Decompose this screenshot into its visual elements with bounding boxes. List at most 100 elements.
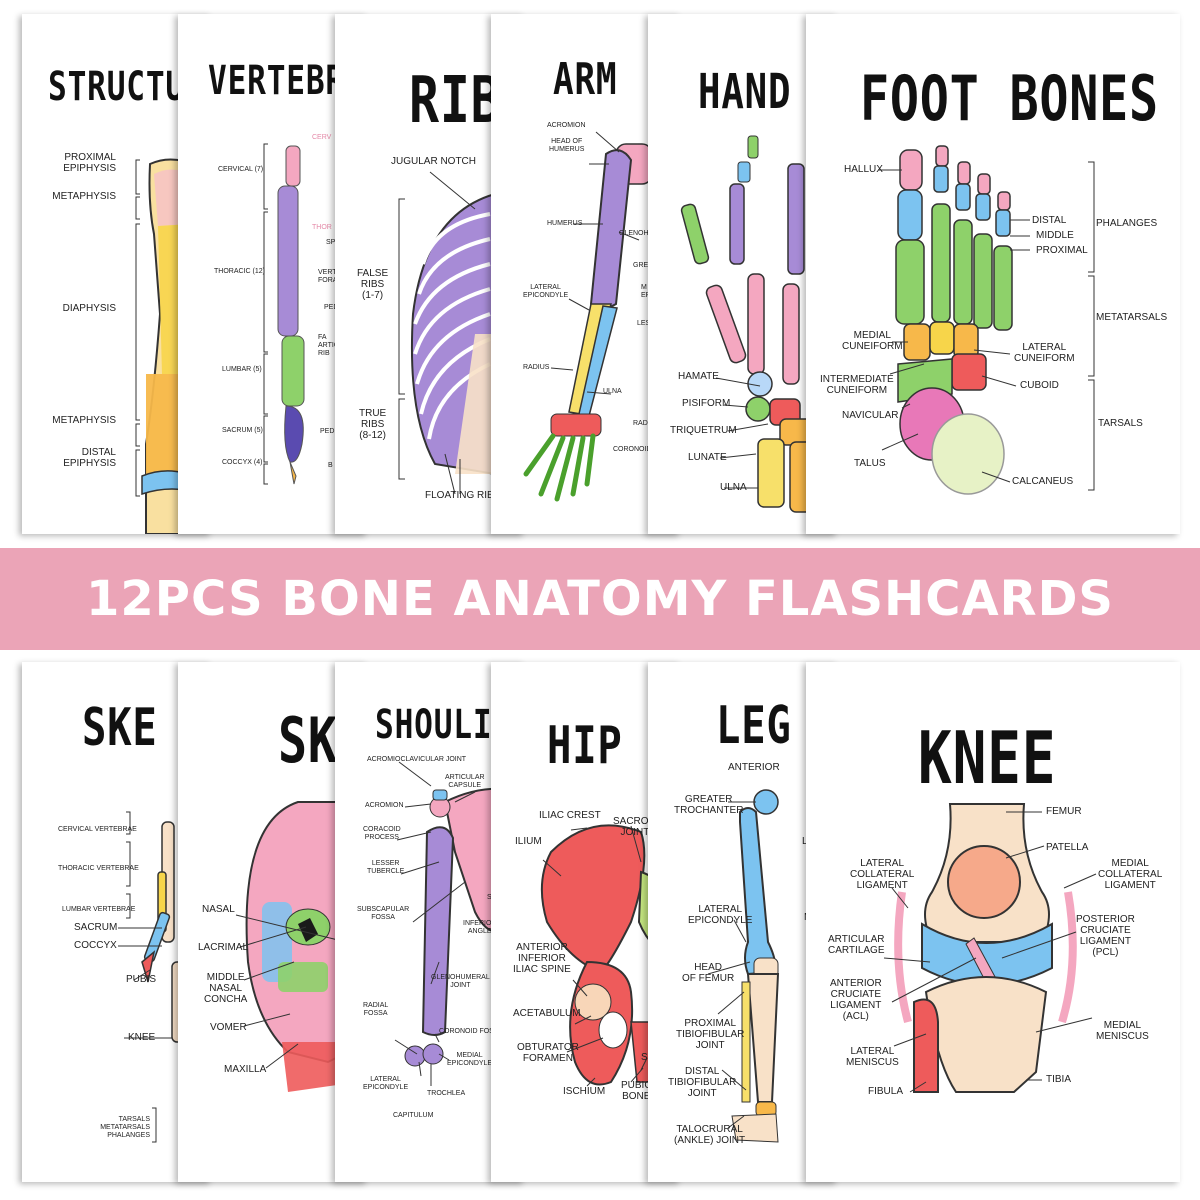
card-title: STRUCTU: [48, 64, 185, 110]
label-subscapular-fossa: SUBSCAPULAR FOSSA: [357, 906, 410, 921]
label-lumbar: LUMBAR (5): [222, 366, 262, 373]
label-lateral-epicondyle: LATERAL EPICONDYLE: [523, 284, 569, 299]
card-title: LEG: [716, 696, 792, 756]
card-leg: LEG ANTERIOR GREATER TROCHANTER LES LATE…: [648, 662, 838, 1182]
label-acromion: ACROMION: [365, 802, 404, 809]
label-nasal: NASAL: [202, 904, 235, 915]
label-glenohumeral-joint: GLENOHUMERAL JOINT: [431, 974, 490, 989]
label-fibula: FIBULA: [868, 1086, 904, 1097]
label-radial-fossa: RADIAL FOSSA: [363, 1002, 389, 1017]
label-articular-capsule: ARTICULAR CAPSULE: [445, 774, 485, 789]
label-triquetrum: TRIQUETRUM: [670, 425, 737, 436]
label-hallux: HALLUX: [844, 164, 883, 175]
label-fa-artic-partial: FA ARTIC RIB: [318, 334, 339, 357]
knee-joint-illustration: [883, 803, 1097, 1093]
label-pisiform: PISIFORM: [682, 398, 731, 409]
label-anterior: ANTERIOR: [728, 762, 780, 773]
label-sacrum: SACRUM (5): [222, 427, 263, 434]
label-acetabulum: ACETABULUM: [513, 1008, 581, 1019]
label-ilium: ILIUM: [515, 836, 542, 847]
label-vert-fora-partial: VERT FORA: [318, 269, 338, 284]
label-b-partial: B: [328, 462, 333, 469]
label-coronoid-fossa: CORONOID FOS: [439, 1028, 494, 1035]
label-distal: DISTAL: [1032, 215, 1067, 226]
label-thoracic: THORACIC (12): [214, 268, 265, 275]
label-distal-epiphysis: DISTAL EPIPHYSIS: [63, 447, 116, 469]
label-middle-nasal-concha: MIDDLE NASAL CONCHA: [204, 972, 248, 1005]
label-coccyx: COCCYX (4): [222, 459, 263, 466]
label-calcaneus: CALCANEUS: [1012, 476, 1074, 487]
label-glenohu-partial: GLENOHU: [619, 230, 654, 237]
label-tarsals: TARSALS: [1098, 418, 1143, 429]
label-sp-partial: SP: [326, 239, 336, 246]
label-floating-ribs: FLOATING RIBS: [425, 490, 501, 501]
label-ped-partial: PED: [324, 304, 339, 311]
label-false-ribs: FALSE RIBS (1-7): [357, 268, 389, 301]
foot-bones-illustration: [878, 145, 1095, 495]
card-title: RIB: [409, 64, 502, 138]
bottom-card-row: SKE CERVICAL VERTEBRAE THORACIC VERTEBRA…: [0, 650, 1200, 1200]
label-metatarsals: METATARSALS: [1096, 312, 1168, 323]
label-metaphysis-bottom: METAPHYSIS: [52, 415, 116, 426]
card-title: ARM: [553, 54, 618, 105]
card-title: SK: [278, 704, 338, 777]
label-grea-partial: GREA: [633, 262, 653, 269]
label-femur: FEMUR: [1046, 806, 1082, 817]
label-anterior-cruciate-ligament: ANTERIOR CRUCIATE LIGAMENT (ACL): [830, 978, 882, 1022]
arm-bones-illustration: [523, 131, 653, 502]
label-thor-partial: THOR: [312, 224, 332, 231]
pelvis-illustration: [540, 824, 681, 1087]
label-lateral-epicondyle: LATERAL EPICONDYLE: [688, 904, 753, 926]
label-s-partial: S: [487, 894, 492, 901]
label-medial-epicondyle: MEDIAL EPICONDYLE: [447, 1052, 493, 1067]
skeleton-illustration: [118, 811, 185, 1143]
label-lacrimal: LACRIMAL: [198, 942, 249, 953]
card-title: VERTEBR: [208, 58, 345, 104]
card-knee: KNEE FEMUR PATELLA LATERAL COLLATERAL LI…: [806, 662, 1180, 1182]
label-jugular-notch: JUGULAR NOTCH: [391, 156, 477, 167]
label-lumbar-vertebrae: LUMBAR VERTEBRAE: [62, 906, 136, 913]
label-maxilla: MAXILLA: [224, 1064, 267, 1075]
label-sy-partial: SY: [641, 1052, 654, 1063]
label-radi-partial: RADI: [633, 420, 650, 427]
label-acromion: ACROMION: [547, 122, 586, 129]
label-patella: PATELLA: [1046, 842, 1089, 853]
label-metaphysis-top: METAPHYSIS: [52, 191, 116, 202]
label-diaphysis: DIAPHYSIS: [62, 303, 116, 314]
card-title: HIP: [547, 716, 623, 776]
label-distal-tibiofibular-joint: DISTAL TIBIOFIBULAR JOINT: [668, 1066, 737, 1099]
label-lesser-tubercle: LESSER TUBERCLE: [367, 860, 405, 875]
label-trochlea: TROCHLEA: [427, 1090, 466, 1097]
label-articular-cartilage: ARTICULAR CARTILAGE: [828, 934, 885, 956]
label-intermediate-cuneiform: INTERMEDIATE CUNEIFORM: [820, 374, 894, 396]
leg-bones-illustration: [707, 789, 780, 1143]
label-knee: KNEE: [128, 1032, 156, 1043]
label-pubis: PUBIS: [126, 974, 157, 985]
label-cervical: CERVICAL (7): [218, 166, 264, 173]
label-inferior-angle: INFERIOR ANGLE: [463, 920, 497, 935]
label-posterior-cruciate-ligament: POSTERIOR CRUCIATE LIGAMENT (PCL): [1076, 914, 1135, 958]
label-medial-meniscus: MEDIAL MENISCUS: [1096, 1020, 1149, 1042]
card-title: SKE: [82, 698, 158, 758]
label-foot-bones-group: TARSALS METATARSALS PHALANGES: [100, 1116, 150, 1139]
label-head-of-humerus: HEAD OF HUMERUS: [549, 138, 585, 153]
label-talocrural-ankle-joint: TALOCRURAL (ANKLE) JOINT: [674, 1124, 746, 1146]
label-iliac-crest: ILIAC CREST: [539, 810, 601, 821]
label-hamate: HAMATE: [678, 371, 719, 382]
label-talus: TALUS: [854, 458, 886, 469]
label-ulna: ULNA: [603, 388, 622, 395]
label-medial-cuneiform: MEDIAL CUNEIFORM: [842, 330, 903, 352]
label-tibia: TIBIA: [1046, 1074, 1072, 1085]
label-proximal-epiphysis: PROXIMAL EPIPHYSIS: [63, 152, 116, 174]
title-banner: 12PCS BONE ANATOMY FLASHCARDS: [0, 548, 1200, 650]
label-proximal-tibiofibular-joint: PROXIMAL TIBIOFIBULAR JOINT: [676, 1018, 745, 1051]
label-coronoid-partial: CORONOID: [613, 446, 652, 453]
label-medial-collateral-ligament: MEDIAL COLLATERAL LIGAMENT: [1098, 858, 1163, 891]
card-title: HAND: [698, 64, 792, 120]
label-middle: MIDDLE: [1036, 230, 1074, 241]
label-navicular: NAVICULAR: [842, 410, 899, 421]
label-ischium: ISCHIUM: [563, 1086, 606, 1097]
label-lateral-meniscus: LATERAL MENISCUS: [846, 1046, 899, 1068]
label-pedi-partial: PEDI: [320, 428, 337, 435]
label-cervical-vertebrae: CERVICAL VERTEBRAE: [58, 826, 137, 833]
